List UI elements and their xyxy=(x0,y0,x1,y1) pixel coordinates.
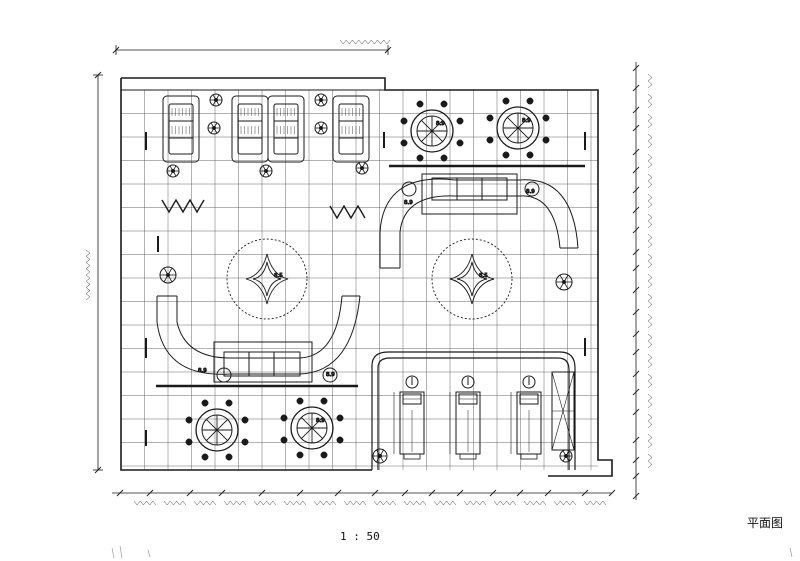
pencil-marks xyxy=(111,545,793,559)
potted-plant xyxy=(314,121,328,135)
massage-beds xyxy=(393,375,542,460)
drawing-title: 平面图 xyxy=(747,516,783,530)
scale-label: 1 : 50 xyxy=(340,530,380,543)
sofa xyxy=(231,95,269,163)
svg-text:8.9: 8.9 xyxy=(526,189,535,195)
potted-plant xyxy=(209,93,223,107)
svg-text:8.9: 8.9 xyxy=(436,121,445,127)
sofa xyxy=(332,95,370,163)
curved-sofa-lower-left: 8.9 8.9 xyxy=(156,295,361,388)
svg-text:8.9: 8.9 xyxy=(326,372,335,378)
potted-plant xyxy=(355,161,369,175)
dimension-ticks xyxy=(94,46,640,500)
potted-plant xyxy=(372,448,388,464)
sofa xyxy=(267,95,305,163)
round-table: 8.9 xyxy=(280,397,344,459)
round-tables: 8.9 8.9 8.9 xyxy=(185,97,550,461)
potted-plants xyxy=(159,93,573,464)
potted-plant xyxy=(559,449,573,463)
svg-text:8.9: 8.9 xyxy=(404,200,413,206)
potted-plant xyxy=(166,164,180,178)
round-table: 8.9 xyxy=(486,97,550,159)
zigzag-decor xyxy=(161,198,366,220)
massage-bed xyxy=(510,375,542,460)
curved-sofa-upper-right: 8.9 8.9 xyxy=(379,164,585,269)
wall-marks xyxy=(145,132,586,446)
svg-text:8.5: 8.5 xyxy=(274,273,283,279)
sofa xyxy=(162,95,200,163)
svg-text:8.9: 8.9 xyxy=(522,118,531,124)
outer-wall xyxy=(120,77,613,477)
potted-plant xyxy=(207,121,221,135)
dimension-scribbles xyxy=(85,39,653,506)
coffee-table-right: 8.5 xyxy=(431,238,513,320)
potted-plant xyxy=(259,164,273,178)
back-room xyxy=(371,351,576,470)
svg-text:8.5: 8.5 xyxy=(479,273,488,279)
round-table: 8.9 xyxy=(400,100,464,162)
potted-plant xyxy=(159,266,177,284)
dimension-lines xyxy=(93,45,637,500)
round-table xyxy=(185,399,249,461)
svg-text:8.9: 8.9 xyxy=(316,418,325,424)
potted-plant xyxy=(314,93,328,107)
massage-bed xyxy=(449,375,481,460)
coffee-table-left: 8.5 xyxy=(226,238,308,320)
potted-plant xyxy=(555,273,573,291)
sofa-group xyxy=(162,95,370,163)
svg-text:8.9: 8.9 xyxy=(198,368,207,374)
massage-bed xyxy=(393,375,425,460)
